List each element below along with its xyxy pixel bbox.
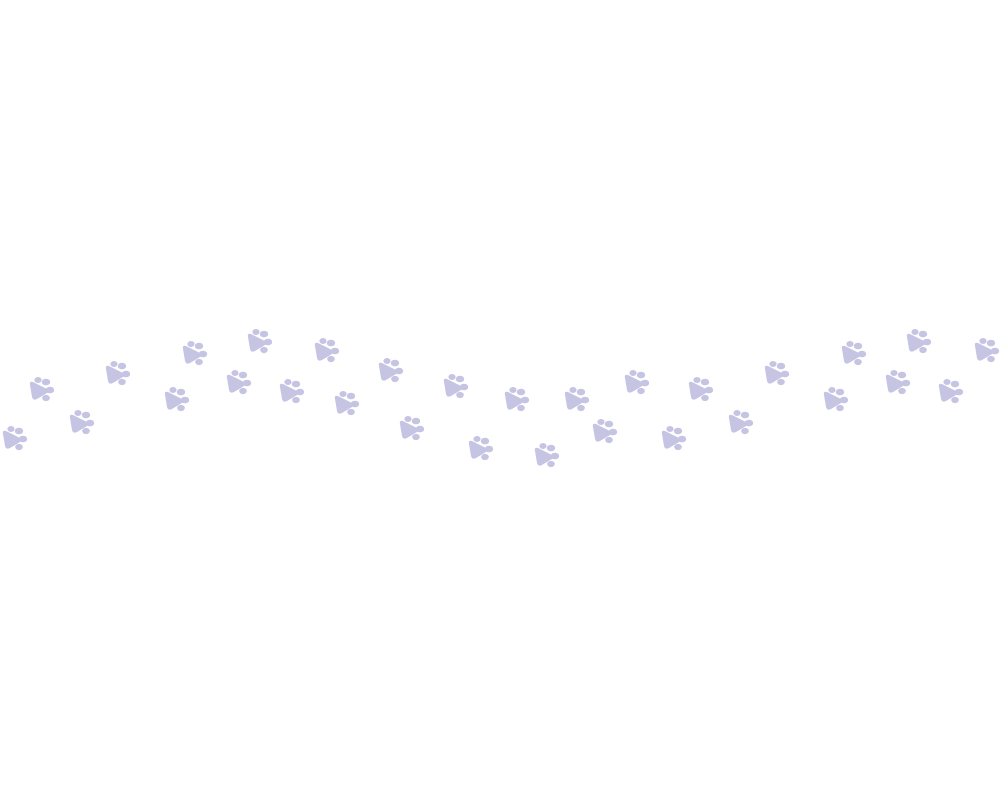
paw-print-icon [906,329,932,354]
paw-print-icon [974,338,1000,363]
paw-print-icon [938,379,964,404]
paw-print-icon [226,370,252,395]
paw-print-icon [728,410,754,435]
paw-print-icon [378,358,404,383]
paw-print-icon [564,387,590,412]
paw-print-icon [69,410,95,435]
paw-print-icon [764,361,790,386]
paw-print-icon [468,436,494,461]
paw-print-icon [841,341,867,366]
paw-print-icon [334,391,360,416]
paw-print-icon [164,387,190,412]
paw-print-icon [885,370,911,395]
paw-print-icon [504,387,530,412]
paw-print-icon [443,374,469,399]
paw-print-icon [2,426,28,451]
paw-print-icon [105,361,131,386]
paw-print-icon [823,387,849,412]
paw-print-icon [29,377,55,402]
paw-print-icon [247,329,273,354]
paw-print-icon [688,377,714,402]
paw-print-icon [399,416,425,441]
paw-print-icon [314,338,340,363]
paw-print-icon [182,341,208,366]
paw-print-icon [592,419,618,444]
paw-print-icon [661,426,687,451]
paw-print-icon [279,379,305,404]
paw-print-icon [534,443,560,468]
paw-print-icon [624,370,650,395]
